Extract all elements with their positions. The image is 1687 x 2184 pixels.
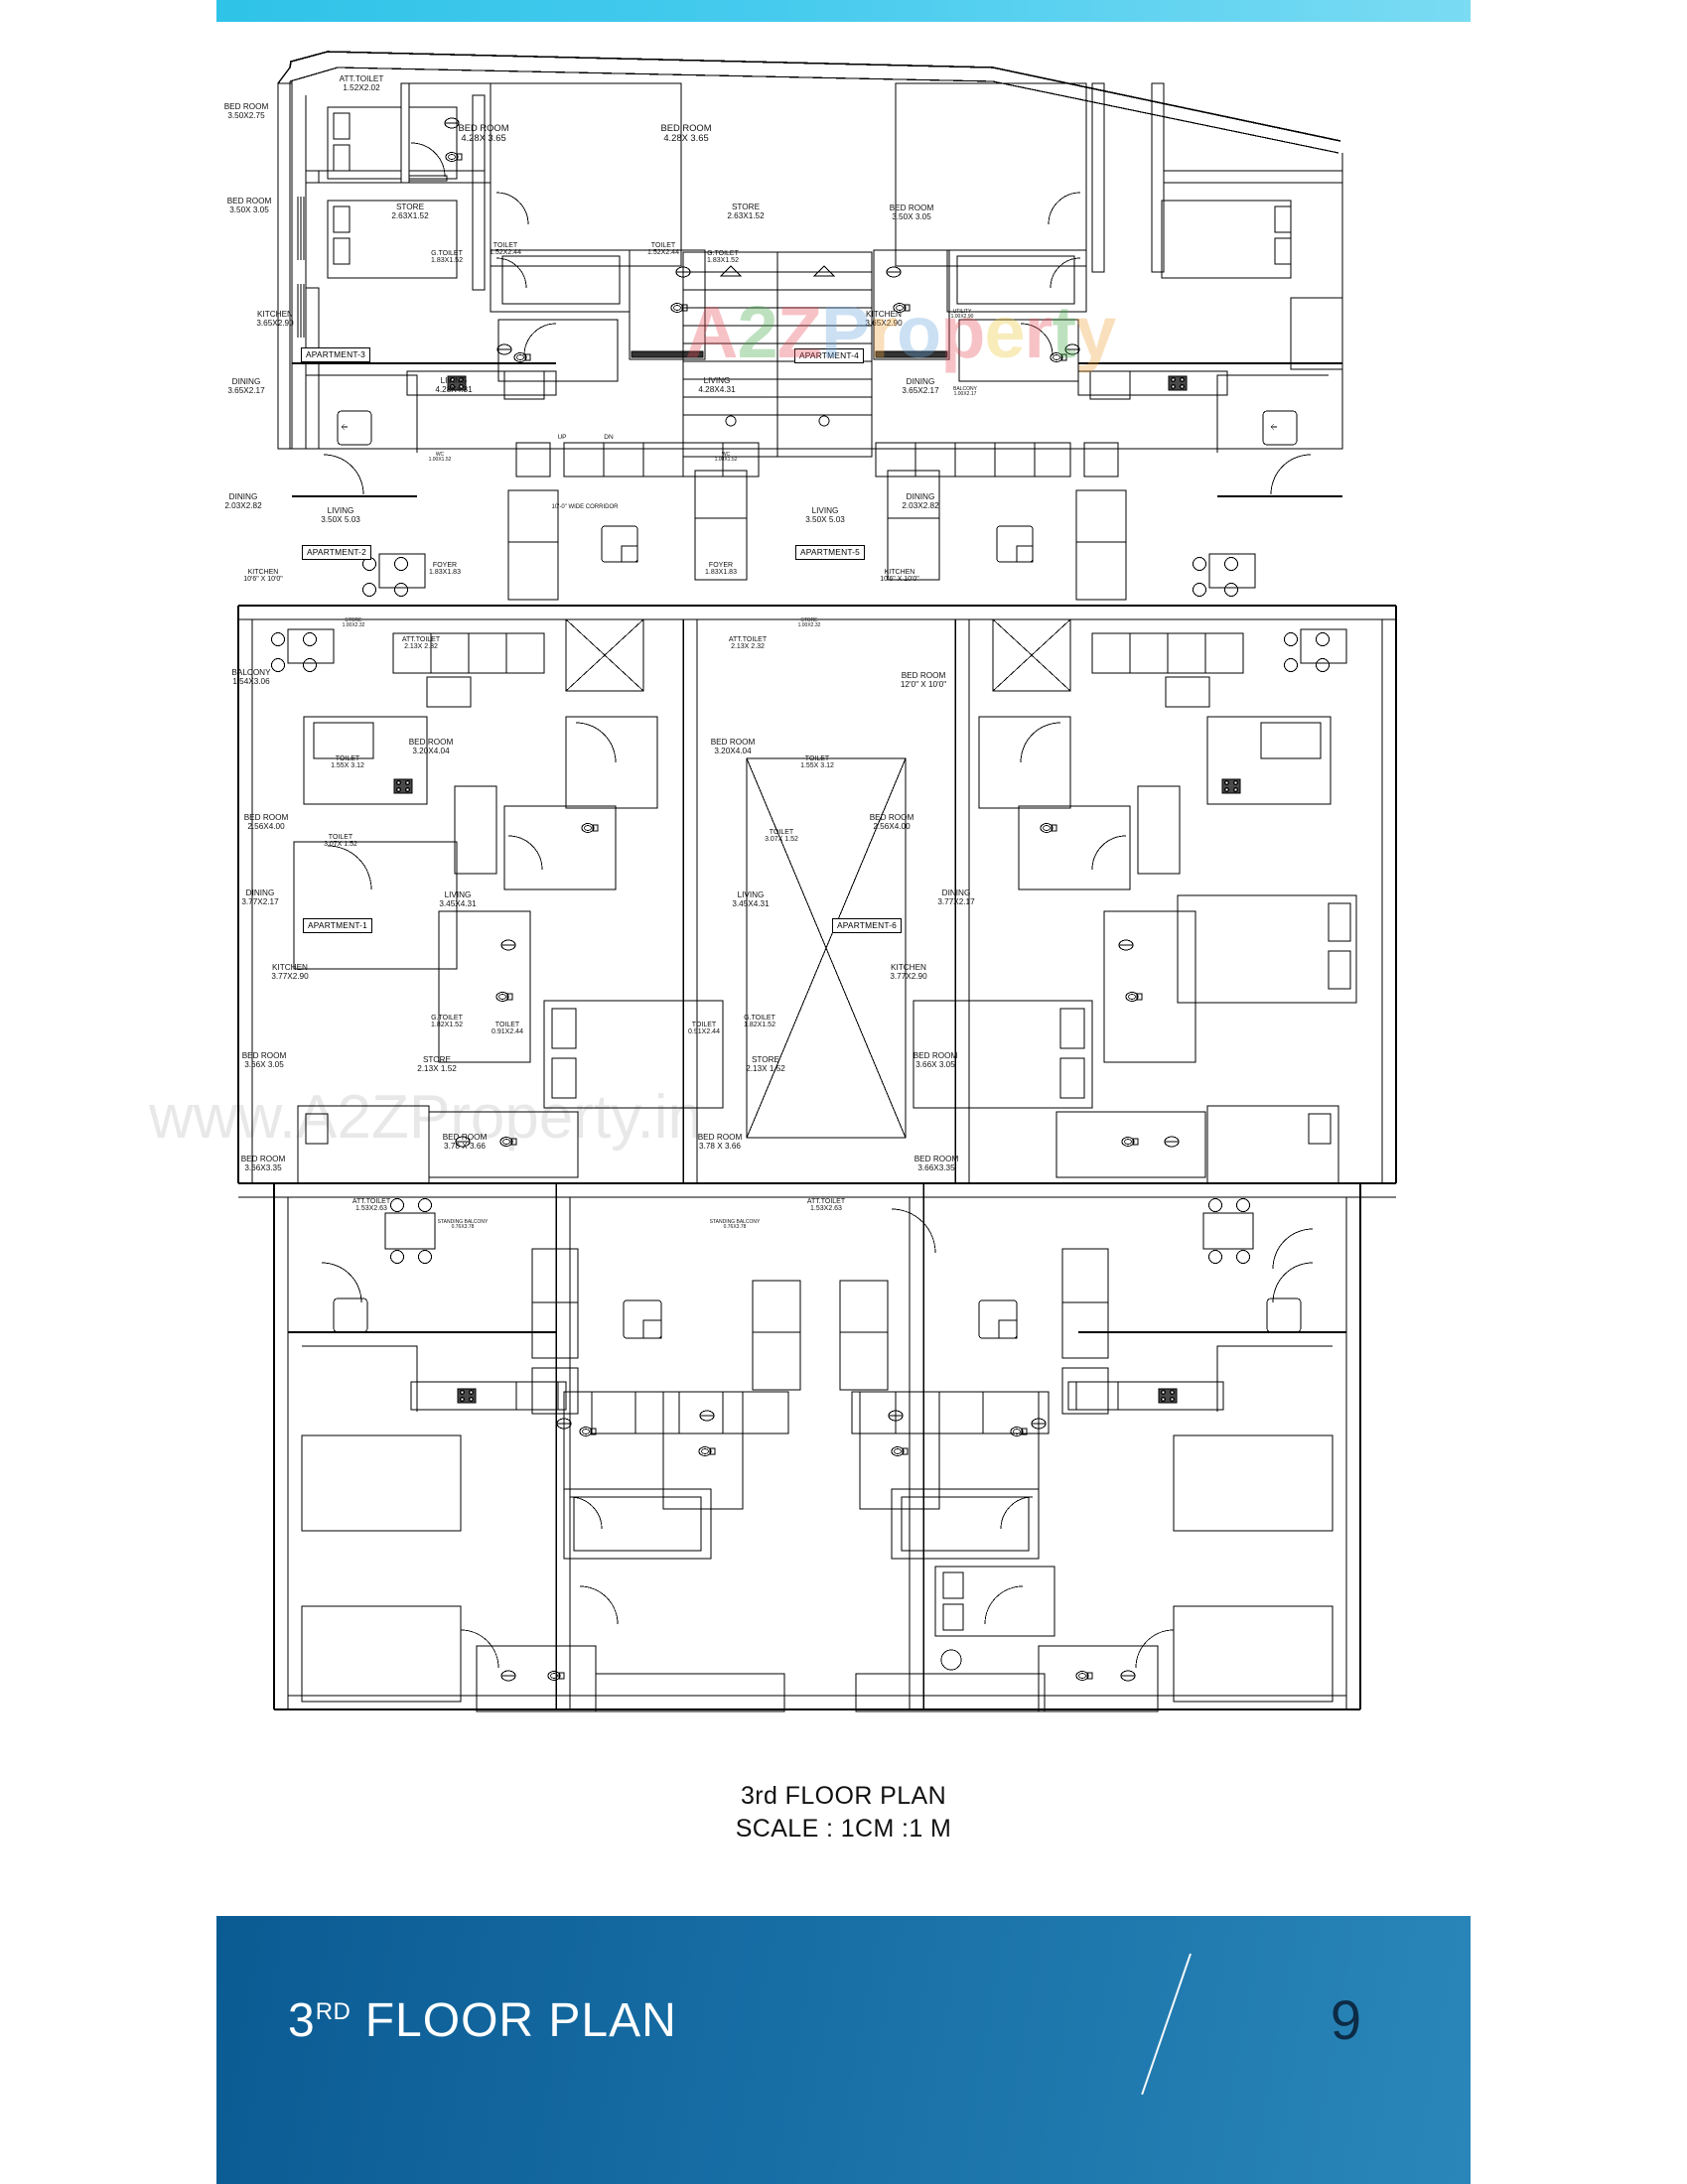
apartment-tag: APARTMENT-5 xyxy=(794,545,866,560)
apartment-tag: APARTMENT-2 xyxy=(301,545,372,560)
footer-ordinal-number: 3 xyxy=(288,1994,316,2047)
page-footer: 3RD FLOOR PLAN 9 xyxy=(216,1916,1471,2184)
apartment-tag: APARTMENT-1 xyxy=(302,918,373,933)
wm-letter-o: o xyxy=(896,291,941,373)
wm-letter-a: A xyxy=(685,291,738,373)
wm-letter-y: y xyxy=(1075,291,1116,373)
caption-scale: SCALE : 1CM :1 M xyxy=(735,1815,952,1843)
stair-dn-label: DN xyxy=(604,434,614,441)
wm-letter-e: e xyxy=(984,291,1025,373)
caption-title: 3rd FLOOR PLAN xyxy=(740,1782,947,1810)
footer-title: 3RD FLOOR PLAN xyxy=(288,1993,677,2048)
wm-letter-2: 2 xyxy=(737,291,777,373)
stair-up-label: UP xyxy=(557,434,567,441)
footer-ordinal-suffix: RD xyxy=(315,1998,351,2025)
wm-letter-p: P xyxy=(820,291,870,373)
wm-letter-r2: r xyxy=(1024,291,1054,373)
brand-watermark: A2ZProperty xyxy=(685,290,1116,374)
url-watermark: www.A2ZProperty.in xyxy=(149,1083,703,1152)
apartment-tag: APARTMENT-6 xyxy=(831,918,903,933)
footer-slash-divider xyxy=(1141,1953,1192,2096)
apartment-tag: APARTMENT-4 xyxy=(793,348,865,363)
wm-letter-z: Z xyxy=(776,291,822,373)
top-accent-bar xyxy=(216,0,1471,22)
wm-letter-t: t xyxy=(1052,291,1076,373)
floor-plan-svg xyxy=(237,51,1397,1712)
footer-title-text: FLOOR PLAN xyxy=(364,1994,677,2047)
floor-plan-drawing xyxy=(0,22,1687,1769)
page-number: 9 xyxy=(1330,1988,1361,2051)
apartment-tag: APARTMENT-3 xyxy=(300,347,371,362)
wm-letter-p2: p xyxy=(940,291,985,373)
plan-caption: 3rd FLOOR PLAN SCALE : 1CM :1 M xyxy=(0,1782,1687,1843)
wm-letter-r: r xyxy=(869,291,898,373)
